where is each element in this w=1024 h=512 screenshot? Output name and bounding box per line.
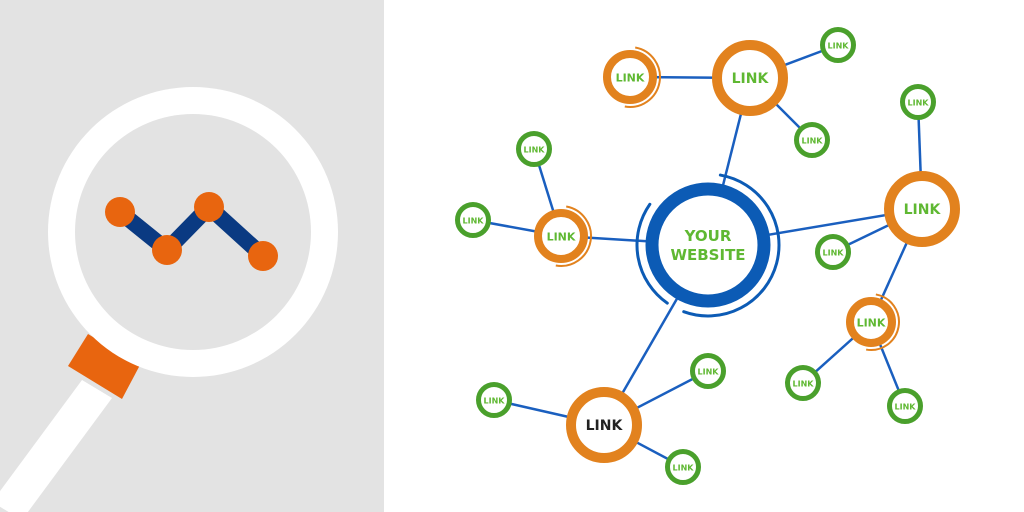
link-node-g2: LINK [794,122,830,158]
node-ring [455,202,491,238]
node-ring [690,353,726,389]
magnifier-analytics-icon [0,87,338,512]
link-label: LINK [698,368,720,377]
node-ring [884,171,960,247]
link-node-n_rightlow_mid: LINK [846,293,900,351]
link-node-g8: LINK [690,353,726,389]
link-label: LINK [732,71,770,87]
link-node-g4: LINK [815,234,851,270]
link-label: LINK [616,72,645,85]
node-ring [794,122,830,158]
trend-line-chart-icon [105,192,278,271]
node-ring [534,209,588,263]
link-label: LINK [524,146,546,155]
node-ring [665,449,701,485]
link-node-g7: LINK [476,382,512,418]
link-node-n_top_big: LINK [712,40,788,116]
node-ring [566,387,642,463]
link-label: LINK [857,317,886,330]
link-label: LINK [673,464,695,473]
handle-band [68,334,140,399]
magnifier-handle [0,334,140,512]
trend-point-2 [152,235,182,265]
link-label: LINK [802,137,824,146]
node-ring [887,388,923,424]
link-node-g1: LINK [820,27,856,63]
your-website-hub: YOUR WEBSITE [635,173,781,318]
node-accent-arc [555,205,592,267]
node-ring [603,50,657,104]
node-ring [846,297,896,347]
link-label: LINK [547,231,576,244]
hub-label-line1: YOUR [684,227,732,245]
link-node-g10: LINK [785,365,821,401]
link-label: LINK [823,249,845,258]
link-node-n_left_mid: LINK [534,205,592,267]
link-node-g9: LINK [665,449,701,485]
link-label: LINK [908,99,930,108]
link-node-n_right_big: LINK [884,171,960,247]
node-accent-arc [624,46,661,108]
node-accent-arc [865,293,900,351]
trend-point-4 [248,241,278,271]
link-node-g3: LINK [900,84,936,120]
node-ring [820,27,856,63]
link-label: LINK [586,418,624,434]
node-ring [712,40,788,116]
link-label: LINK [463,217,485,226]
node-ring [900,84,936,120]
node-ring [476,382,512,418]
link-label: LINK [793,380,815,389]
node-ring [815,234,851,270]
trend-line [114,195,269,262]
node-ring [785,365,821,401]
link-label: LINK [484,397,506,406]
link-nodes: LINK LINK LINK LINK LINK LINK LINK LINK LINK LINK… [455,27,960,485]
link-label: LINK [895,403,917,412]
trend-point-1 [105,197,135,227]
link-label: LINK [828,42,850,51]
hub-label-line2: WEBSITE [670,246,745,264]
link-node-g11: LINK [887,388,923,424]
link-node-g5: LINK [516,131,552,167]
link-label: LINK [904,202,942,218]
link-node-n_bottom_big: LINK [566,387,642,463]
link-node-g6: LINK [455,202,491,238]
trend-point-3 [194,192,224,222]
node-ring [516,131,552,167]
link-node-n_topleft_mid: LINK [603,46,661,108]
